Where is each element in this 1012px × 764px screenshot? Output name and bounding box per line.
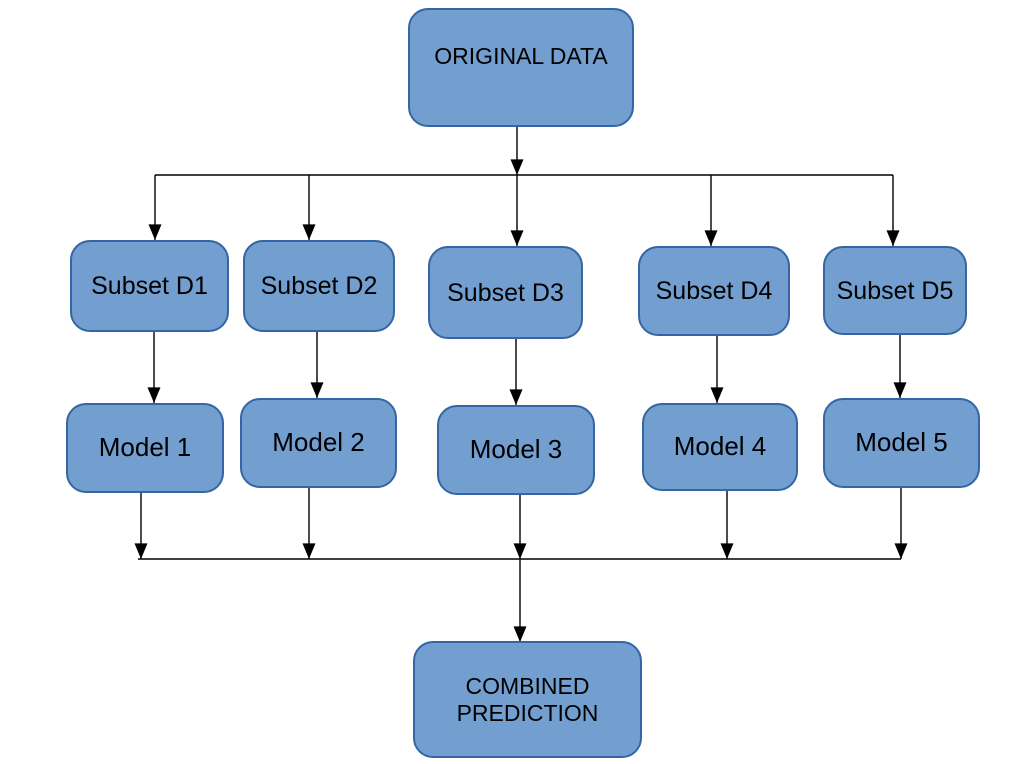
node-subset-d1-label: Subset D1 <box>91 272 208 300</box>
node-model-2-label: Model 2 <box>272 427 365 458</box>
node-original-data-label: ORIGINAL DATA <box>434 43 608 69</box>
node-subset-d3: Subset D3 <box>428 246 583 339</box>
node-model-4-label: Model 4 <box>673 431 767 462</box>
node-subset-d2-label: Subset D2 <box>260 272 378 300</box>
node-model-5: Model 5 <box>823 398 980 488</box>
node-subset-d3-label: Subset D3 <box>447 278 564 307</box>
node-model-1-label: Model 1 <box>98 432 192 463</box>
node-subset-d5: Subset D5 <box>823 246 967 335</box>
node-subset-d4-label: Subset D4 <box>655 277 773 305</box>
node-subset-d1: Subset D1 <box>70 240 229 332</box>
node-original-data: ORIGINAL DATA <box>408 8 634 127</box>
node-model-5-label: Model 5 <box>855 427 948 458</box>
node-subset-d2: Subset D2 <box>243 240 395 332</box>
node-model-3-label: Model 3 <box>469 434 563 465</box>
node-subset-d4: Subset D4 <box>638 246 790 336</box>
node-model-4: Model 4 <box>642 403 798 491</box>
node-subset-d5-label: Subset D5 <box>836 276 954 305</box>
node-model-3: Model 3 <box>437 405 595 495</box>
node-combined-prediction: COMBINED PREDICTION <box>413 641 642 758</box>
node-combined-prediction-label: COMBINED PREDICTION <box>456 672 599 726</box>
node-model-1: Model 1 <box>66 403 224 493</box>
node-model-2: Model 2 <box>240 398 397 488</box>
